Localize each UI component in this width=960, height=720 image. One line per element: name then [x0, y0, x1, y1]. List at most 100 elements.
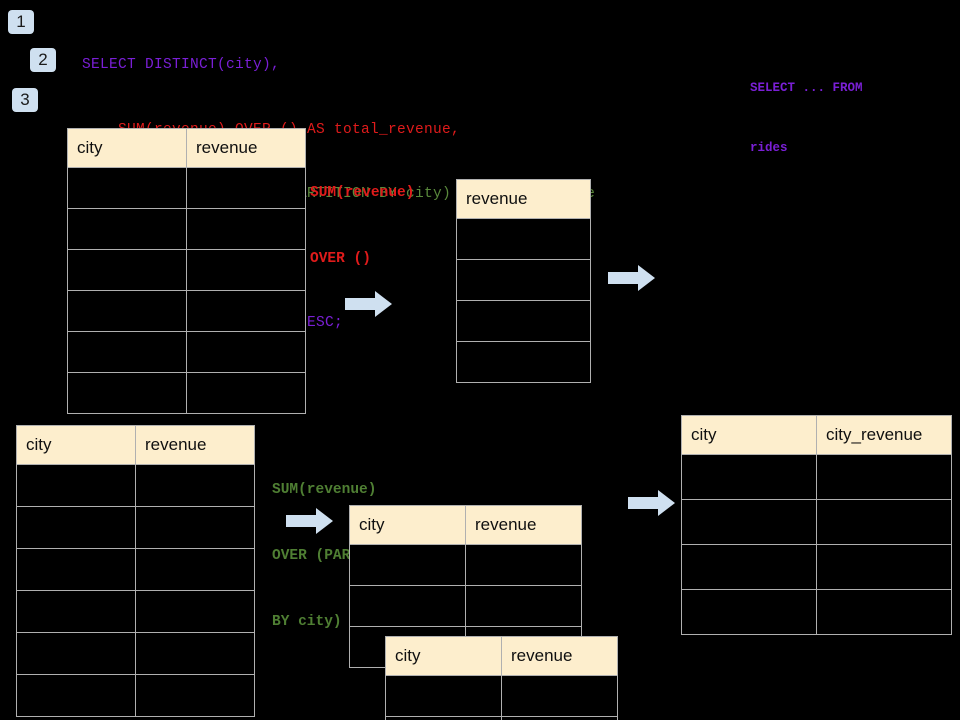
table-row[interactable]: [16, 632, 255, 675]
cell-city[interactable]: [16, 632, 136, 675]
table-row[interactable]: [67, 208, 306, 250]
cell-city[interactable]: [681, 499, 817, 545]
cell-revenue[interactable]: [186, 331, 306, 373]
step-badge-2[interactable]: 2: [30, 48, 56, 72]
table-row[interactable]: [16, 506, 255, 549]
cell-city[interactable]: [681, 589, 817, 635]
table-body: [681, 454, 952, 635]
column-header-revenue: revenue: [465, 505, 582, 545]
cell-city[interactable]: [681, 454, 817, 500]
cell-city[interactable]: [16, 548, 136, 591]
table-row[interactable]: [349, 544, 582, 586]
rides-source-table-bottom[interactable]: city revenue: [16, 425, 255, 717]
cell-revenue[interactable]: [456, 259, 591, 301]
table-row[interactable]: [67, 167, 306, 209]
arrow-total-revenue-to-result: [608, 265, 656, 291]
cell-city-revenue[interactable]: [816, 454, 952, 500]
step-badge-1[interactable]: 1: [8, 10, 34, 34]
cell-revenue[interactable]: [135, 632, 255, 675]
table-row[interactable]: [16, 548, 255, 591]
cell-revenue[interactable]: [135, 464, 255, 507]
cell-city[interactable]: [67, 208, 187, 250]
table-row[interactable]: [67, 290, 306, 332]
cell-revenue[interactable]: [456, 300, 591, 342]
column-header-revenue: revenue: [456, 179, 591, 219]
table-body: [67, 167, 306, 414]
cell-city[interactable]: [16, 674, 136, 717]
column-header-city-revenue: city_revenue: [816, 415, 952, 455]
arrow-rides-to-partition: [286, 508, 334, 534]
cell-revenue[interactable]: [465, 544, 582, 586]
table-body: [385, 675, 618, 720]
table-row[interactable]: [385, 716, 618, 720]
cell-revenue[interactable]: [456, 218, 591, 260]
cell-revenue[interactable]: [135, 506, 255, 549]
cell-city[interactable]: [681, 544, 817, 590]
side-note-line-1: SELECT ... FROM: [750, 81, 863, 95]
cell-city[interactable]: [16, 464, 136, 507]
table-row[interactable]: [456, 259, 591, 301]
cell-city[interactable]: [67, 167, 187, 209]
table-header-row: city city_revenue: [681, 415, 952, 455]
table-row[interactable]: [681, 589, 952, 635]
cell-revenue[interactable]: [186, 167, 306, 209]
cell-city[interactable]: [385, 675, 502, 717]
table-row[interactable]: [681, 499, 952, 545]
arrow-rides-to-total-revenue: [345, 291, 393, 317]
table-row[interactable]: [456, 218, 591, 260]
table-row[interactable]: [16, 464, 255, 507]
cell-revenue[interactable]: [135, 590, 255, 633]
table-header-row: city revenue: [385, 636, 618, 676]
step-badge-3[interactable]: 3: [12, 88, 38, 112]
table-row[interactable]: [67, 372, 306, 414]
table-row[interactable]: [16, 674, 255, 717]
column-header-city: city: [385, 636, 502, 676]
cell-city[interactable]: [349, 585, 466, 627]
table-row[interactable]: [349, 585, 582, 627]
cell-city-revenue[interactable]: [816, 589, 952, 635]
cell-city[interactable]: [67, 290, 187, 332]
cell-revenue[interactable]: [501, 716, 618, 720]
cell-city-revenue[interactable]: [816, 499, 952, 545]
table-header-row: city revenue: [349, 505, 582, 545]
table-row[interactable]: [16, 590, 255, 633]
cell-revenue[interactable]: [465, 585, 582, 627]
cell-revenue[interactable]: [186, 249, 306, 291]
annotation-total-revenue: SUM(revenue) OVER (): [310, 138, 414, 314]
table-row[interactable]: [456, 300, 591, 342]
annotation-city-revenue-line-1: SUM(revenue): [272, 482, 377, 498]
table-row[interactable]: [456, 341, 591, 383]
annotation-total-revenue-line-2: OVER (): [310, 251, 371, 267]
partition-group-table-front[interactable]: city revenue: [385, 636, 618, 720]
side-note-select-from-rides: SELECT ... FROM rides: [750, 38, 863, 198]
table-header-row: revenue: [456, 179, 591, 219]
rides-source-table-top[interactable]: city revenue: [67, 128, 306, 414]
cell-city[interactable]: [67, 249, 187, 291]
cell-city[interactable]: [16, 590, 136, 633]
cell-revenue[interactable]: [135, 548, 255, 591]
table-row[interactable]: [681, 454, 952, 500]
cell-revenue[interactable]: [186, 372, 306, 414]
cell-revenue[interactable]: [456, 341, 591, 383]
table-row[interactable]: [681, 544, 952, 590]
table-header-row: city revenue: [16, 425, 255, 465]
cell-revenue[interactable]: [186, 290, 306, 332]
cell-city[interactable]: [67, 372, 187, 414]
arrow-partition-to-result: [628, 490, 676, 516]
table-row[interactable]: [385, 675, 618, 717]
table-row[interactable]: [67, 331, 306, 373]
cell-revenue[interactable]: [501, 675, 618, 717]
total-revenue-table[interactable]: revenue: [456, 179, 591, 383]
column-header-city: city: [16, 425, 136, 465]
cell-city-revenue[interactable]: [816, 544, 952, 590]
table-row[interactable]: [67, 249, 306, 291]
cell-city[interactable]: [16, 506, 136, 549]
cell-revenue[interactable]: [135, 674, 255, 717]
annotation-total-revenue-line-1: SUM(revenue): [310, 185, 415, 201]
cell-revenue[interactable]: [186, 208, 306, 250]
cell-city[interactable]: [349, 544, 466, 586]
result-table[interactable]: city city_revenue: [681, 415, 952, 635]
cell-city[interactable]: [67, 331, 187, 373]
cell-city[interactable]: [385, 716, 502, 720]
